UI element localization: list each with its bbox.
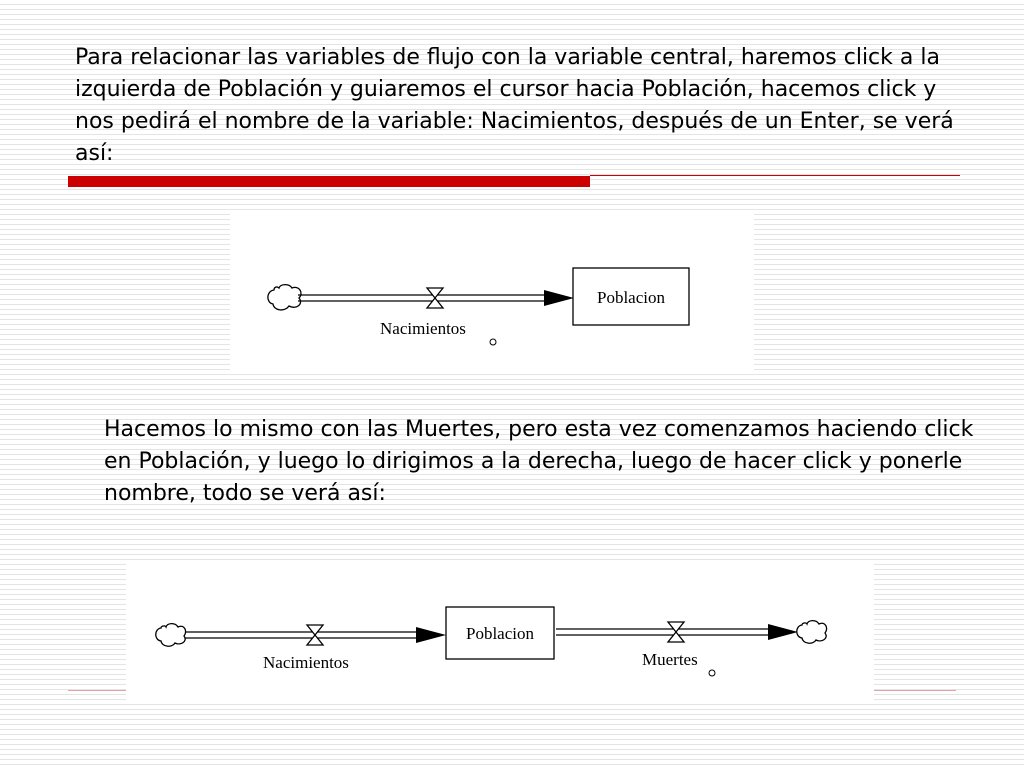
small-circle-icon (708, 669, 716, 677)
instruction-paragraph-1: Para relacionar las variables de flujo c… (75, 45, 954, 166)
cloud-source-icon (267, 283, 302, 311)
stock-label: Poblacion (466, 624, 534, 643)
red-divider-bar (68, 176, 590, 187)
stock-box (445, 606, 555, 660)
inflow-label: Nacimientos (380, 319, 466, 338)
stock-box (572, 267, 690, 326)
outflow-arrowhead (768, 624, 798, 640)
stock-flow-diagram-2: Nacimientos Poblacion Muertes (155, 606, 828, 677)
diagram-panel-2: Nacimientos Poblacion Muertes (126, 562, 874, 704)
inflow-arrowhead (544, 290, 574, 306)
small-circle-icon (489, 338, 497, 346)
stock-flow-diagram-1: Poblacion Nacimientos (267, 267, 690, 346)
inflow-label: Nacimientos (263, 653, 349, 672)
valve-icon (425, 287, 445, 309)
valve-icon (305, 624, 325, 646)
cloud-source-icon (155, 622, 187, 647)
cloud-sink-icon (796, 619, 828, 644)
diagram-panel-1: Poblacion Nacimientos (230, 213, 754, 373)
outflow-label: Muertes (642, 650, 698, 669)
red-divider-line (590, 175, 960, 176)
instruction-paragraph-2: Hacemos lo mismo con las Muertes, pero e… (104, 417, 974, 506)
valve-icon (666, 621, 686, 643)
inflow-arrowhead (416, 627, 446, 643)
stock-label: Poblacion (597, 288, 665, 307)
